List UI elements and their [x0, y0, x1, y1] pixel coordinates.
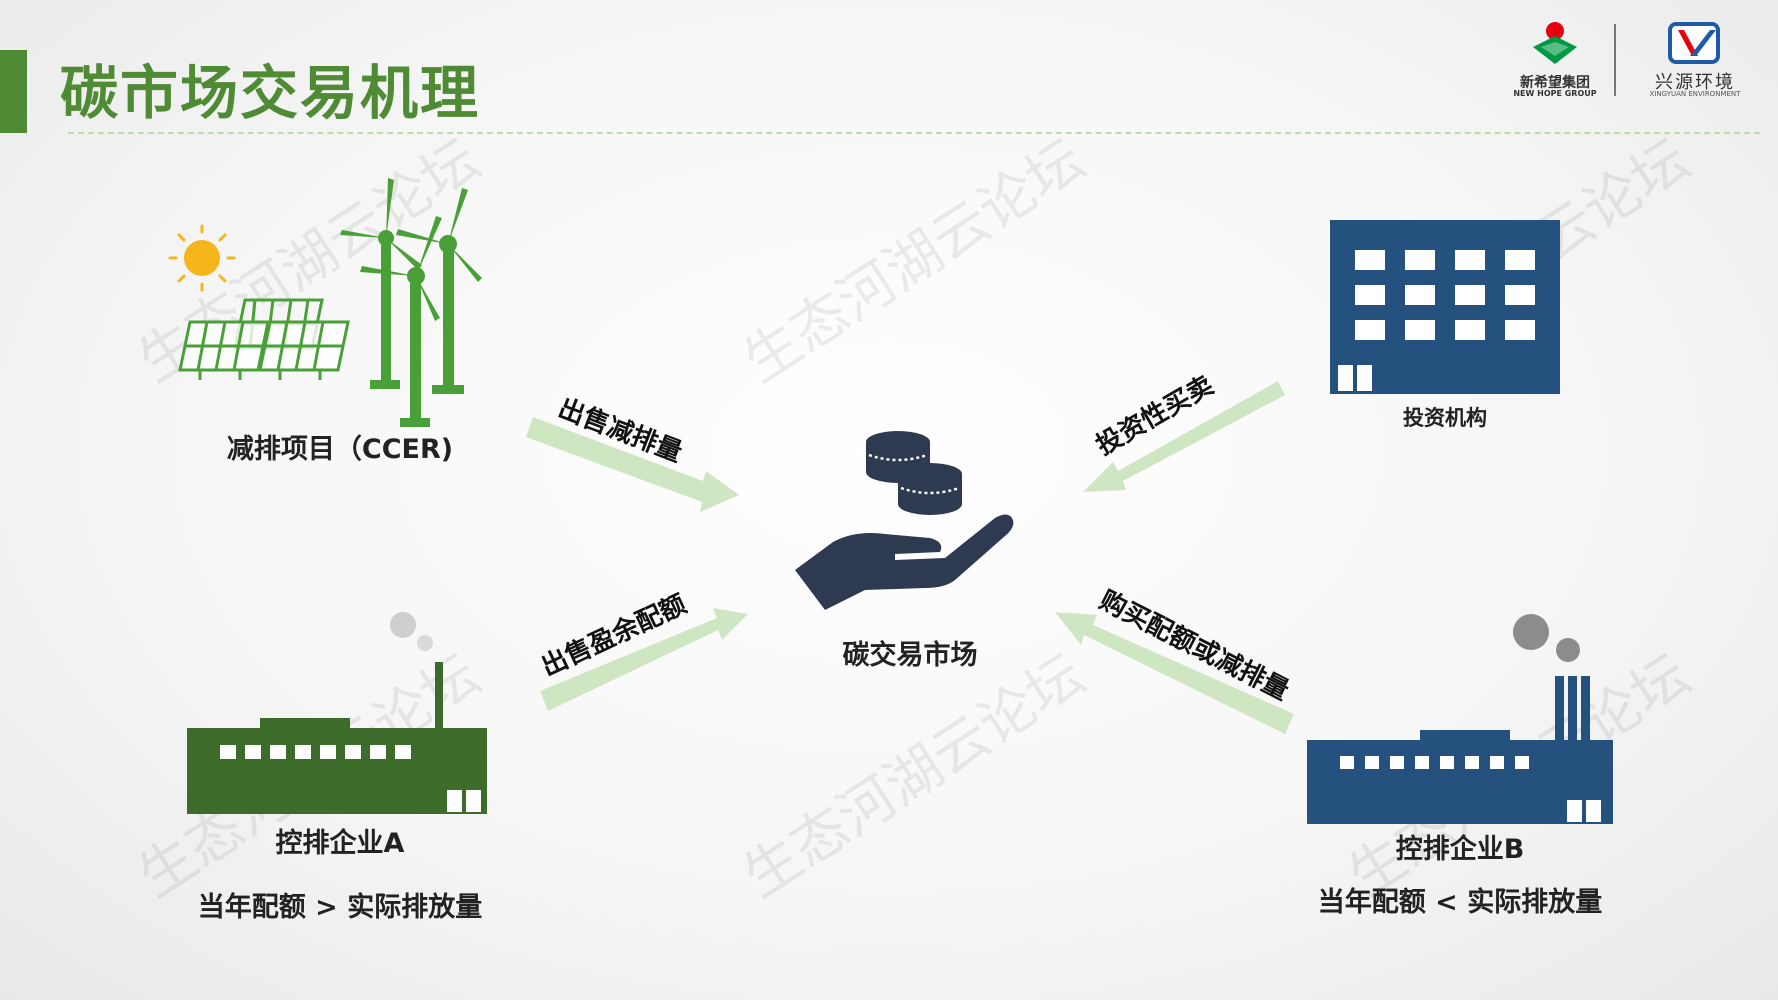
flow-arrows: [0, 0, 1778, 1000]
